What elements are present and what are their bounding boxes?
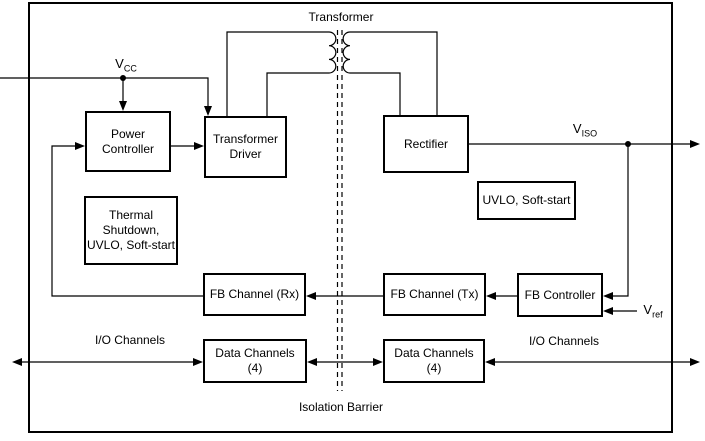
block-label-line: Transformer: [213, 132, 278, 146]
power-to-driver-arrow: [171, 142, 204, 150]
data-channels-left-block: Data Channels (4): [203, 339, 307, 383]
block-label-line: FB Controller: [524, 287, 596, 302]
viso-wire: [469, 140, 700, 300]
block-label-line: (4): [426, 361, 442, 375]
vref-label: Vref: [627, 302, 679, 320]
uvlo-soft-start-block: UVLO, Soft-start: [477, 181, 576, 220]
signal-base: V: [115, 56, 124, 71]
block-label-line: (4): [247, 361, 263, 375]
vcc-junction-dot: [120, 75, 126, 81]
transformer-driver-block: Transformer Driver: [204, 116, 287, 178]
io-right-arrow: [485, 358, 700, 366]
block-label-line: Thermal: [108, 208, 153, 222]
block-label-line: UVLO, Soft-start: [482, 193, 571, 207]
fb-channel-tx-block: FB Channel (Tx): [383, 273, 486, 316]
signal-subscript: ISO: [581, 128, 598, 139]
isolation-barrier-label: Isolation Barrier: [298, 400, 384, 414]
fb-controller-to-tx-arrow: [486, 292, 517, 300]
rectifier-block: Rectifier: [383, 115, 469, 173]
block-label-line: Rectifier: [403, 136, 448, 151]
signal-subscript: CC: [123, 63, 137, 74]
signal-subscript: ref: [652, 309, 663, 320]
block-label-line: Shutdown,: [102, 223, 160, 237]
vref-arrow: [603, 307, 637, 315]
fb-tx-to-rx-arrow: [306, 292, 383, 300]
power-controller-block: Power Controller: [85, 111, 171, 172]
fb-controller-block: FB Controller: [517, 273, 603, 317]
signal-base: V: [643, 302, 653, 317]
block-label-line: FB Channel (Rx): [209, 287, 300, 301]
signal-base: V: [572, 121, 582, 136]
outer-boundary: [28, 2, 673, 433]
block-label-line: Driver: [229, 147, 262, 161]
fb-channel-rx-block: FB Channel (Rx): [203, 273, 306, 316]
block-label-line: Data Channels: [215, 346, 295, 360]
block-label-line: Controller: [101, 141, 155, 156]
io-channels-left-label: I/O Channels: [94, 333, 166, 347]
feedback-loop-wire: [51, 142, 203, 297]
transformer-icon: [226, 31, 438, 116]
io-left-arrow: [12, 358, 203, 366]
block-label-line: Data Channels: [394, 346, 474, 360]
thermal-shutdown-block: Thermal Shutdown, UVLO, Soft-start: [84, 196, 178, 265]
vcc-label: VCC: [96, 56, 156, 74]
block-label-line: UVLO, Soft-start: [86, 238, 176, 252]
io-channels-right-label: I/O Channels: [528, 334, 600, 348]
block-label-line: Power: [110, 126, 145, 141]
viso-label: VISO: [550, 121, 620, 139]
transformer-label: Transformer: [308, 10, 374, 24]
block-label-line: FB Channel (Tx): [390, 287, 479, 301]
data-channels-right-block: Data Channels (4): [383, 339, 485, 383]
vcc-wire: [0, 75, 212, 116]
isolation-barrier-dashes: [336, 30, 343, 391]
io-center-arrow: [307, 358, 383, 366]
